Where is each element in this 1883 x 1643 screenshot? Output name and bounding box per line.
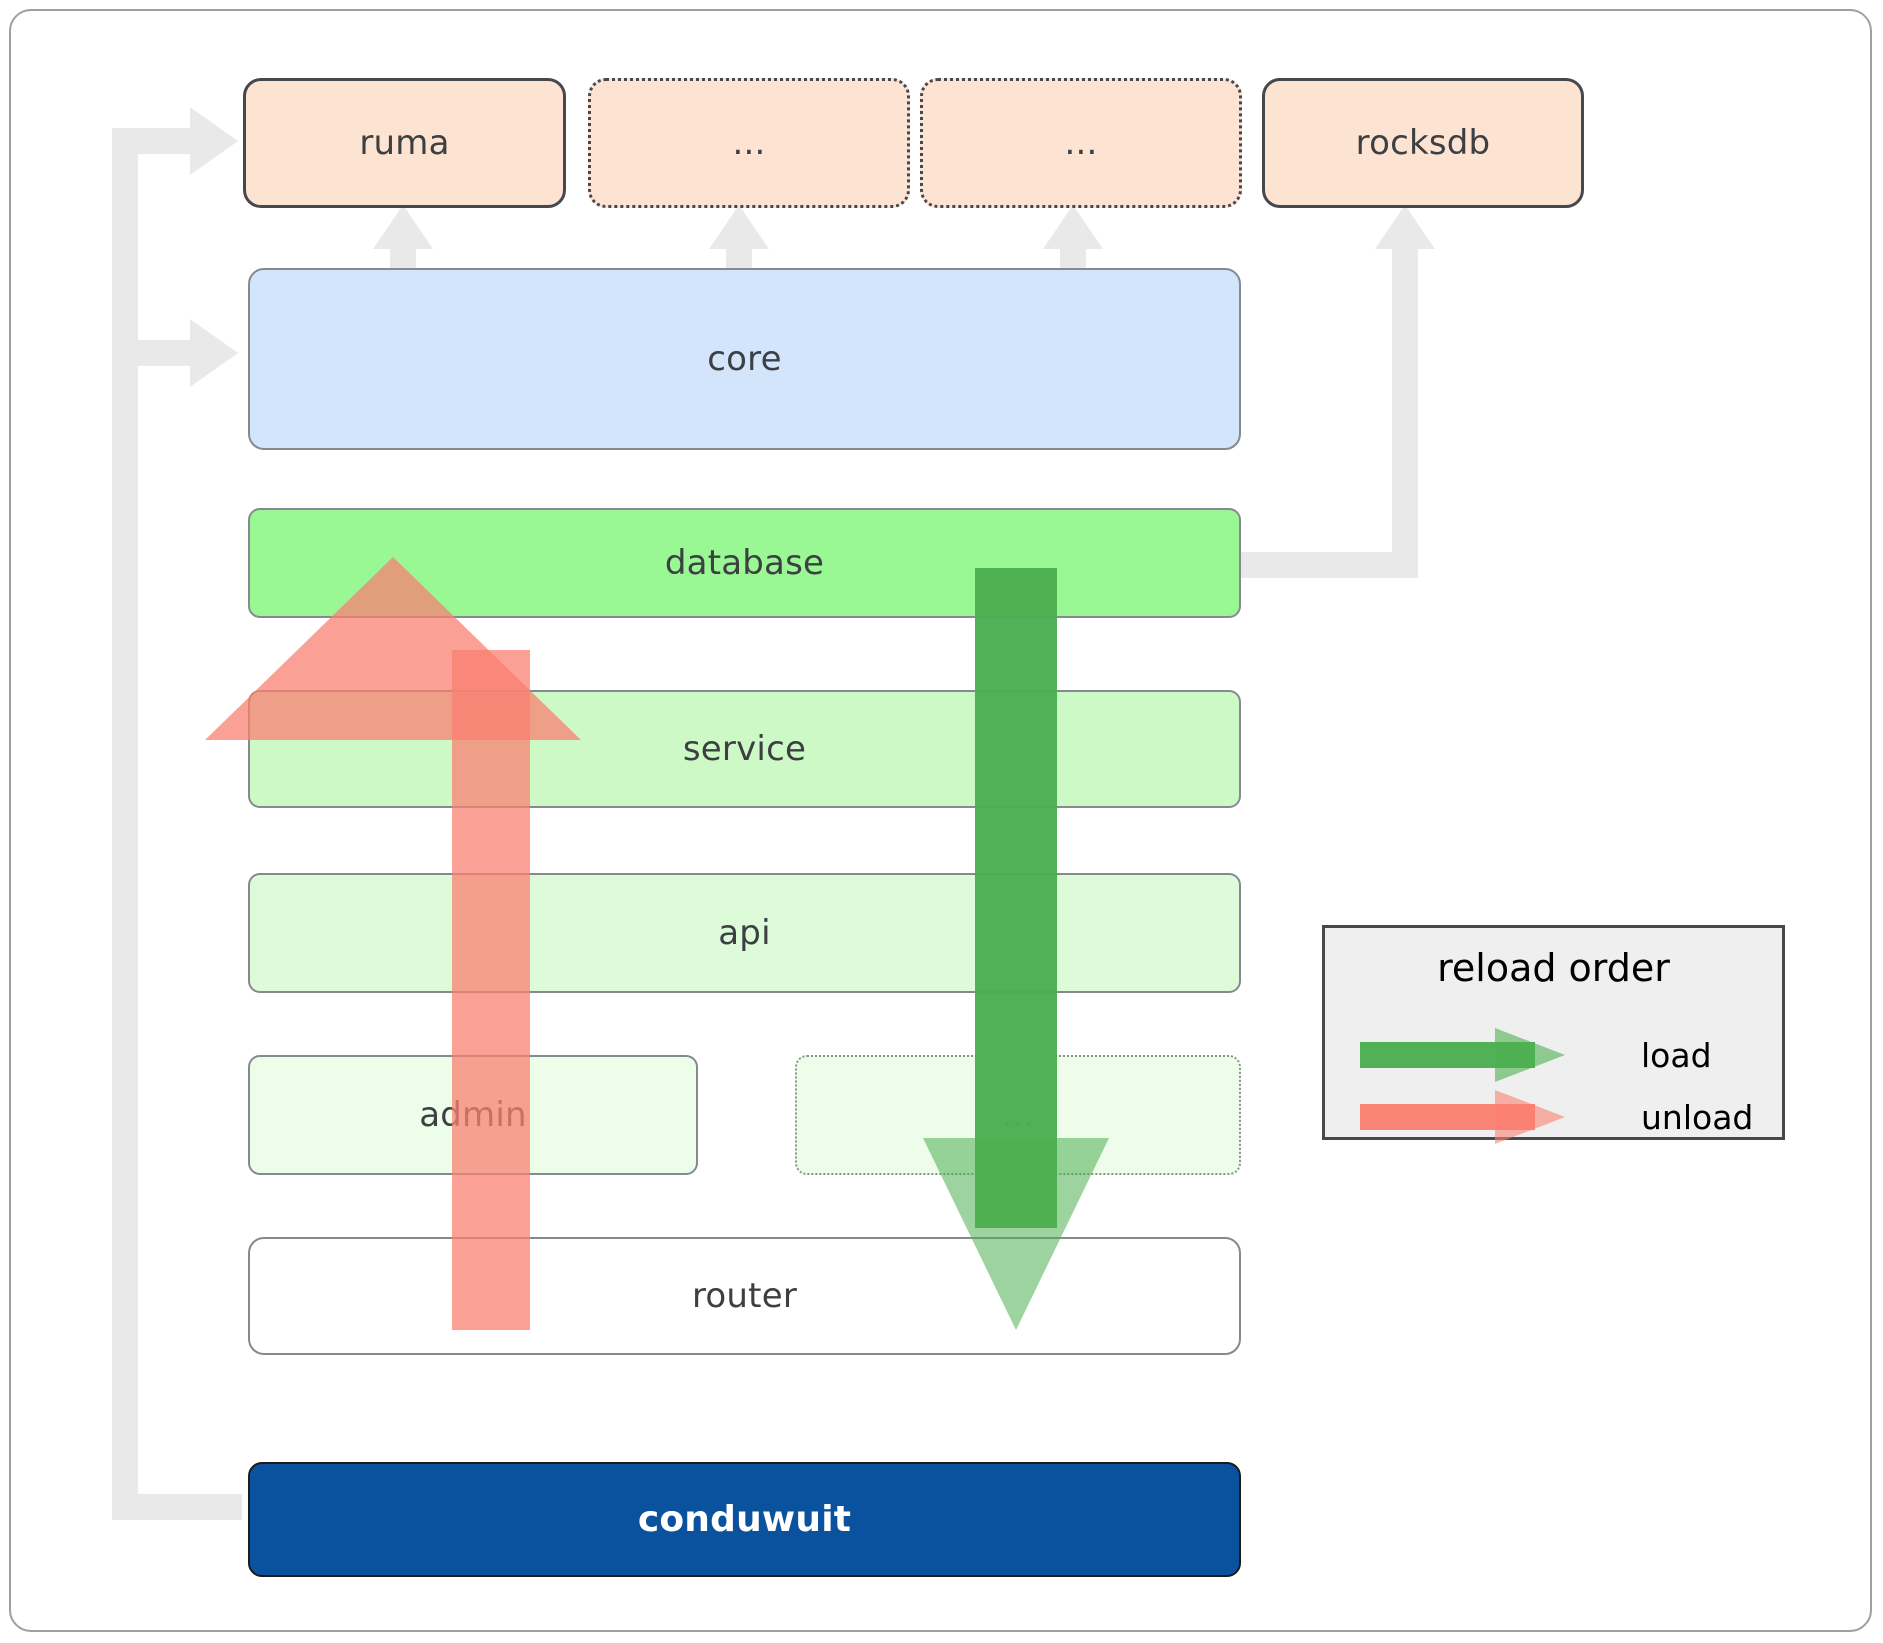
connector-db-to-rocksdb-arrowhead	[1375, 205, 1435, 249]
node-dependency-ellipsis-2-label: ...	[1064, 123, 1098, 163]
legend-unload-label: unload	[1641, 1098, 1754, 1137]
node-core-label: core	[707, 339, 782, 379]
connector-core-to-dep1-arrowhead	[709, 205, 769, 249]
node-admin[interactable]: admin	[248, 1055, 698, 1175]
connector-app-to-deps-trunk	[112, 128, 138, 1520]
node-service-label: service	[682, 729, 807, 769]
legend-item-unload: unload	[1325, 1088, 1788, 1146]
legend-load-arrow-icon	[1360, 1028, 1565, 1082]
node-layer-ellipsis-label: ...	[1001, 1095, 1035, 1135]
node-admin-label: admin	[419, 1095, 527, 1135]
node-dependency-ellipsis-1-label: ...	[732, 123, 766, 163]
connector-core-to-dep2-arrowhead	[1043, 205, 1103, 249]
node-dependency-ellipsis-1[interactable]: ...	[588, 78, 910, 208]
connector-db-to-rocksdb-vertical	[1392, 240, 1418, 578]
legend-unload-arrow-icon	[1360, 1090, 1565, 1144]
node-rocksdb[interactable]: rocksdb	[1262, 78, 1584, 208]
node-ruma[interactable]: ruma	[243, 78, 566, 208]
connector-to-core-arrowhead	[190, 319, 238, 387]
node-conduwuit-label: conduwuit	[637, 1499, 852, 1540]
node-layer-ellipsis[interactable]: ...	[795, 1055, 1241, 1175]
node-database-label: database	[664, 543, 825, 583]
node-rocksdb-label: rocksdb	[1355, 123, 1491, 163]
legend-load-label: load	[1641, 1036, 1712, 1075]
node-dependency-ellipsis-2[interactable]: ...	[920, 78, 1242, 208]
node-router-label: router	[691, 1276, 797, 1316]
legend-title: reload order	[1437, 946, 1670, 990]
node-database[interactable]: database	[248, 508, 1241, 618]
node-router[interactable]: router	[248, 1237, 1241, 1355]
node-api-label: api	[718, 913, 771, 953]
legend-item-load: load	[1325, 1026, 1788, 1084]
connector-app-bottom-stub	[112, 1494, 242, 1520]
connector-core-to-ruma-arrowhead	[373, 205, 433, 249]
node-service[interactable]: service	[248, 690, 1241, 808]
connector-db-to-rocksdb-horizontal	[1238, 552, 1418, 578]
diagram-frame	[9, 9, 1872, 1632]
node-core[interactable]: core	[248, 268, 1241, 450]
node-api[interactable]: api	[248, 873, 1241, 993]
legend-reload-order: reload order load unload	[1322, 925, 1788, 1144]
connector-to-ruma-arrowhead	[190, 107, 238, 175]
node-ruma-label: ruma	[359, 123, 450, 163]
node-conduwuit[interactable]: conduwuit	[248, 1462, 1241, 1577]
